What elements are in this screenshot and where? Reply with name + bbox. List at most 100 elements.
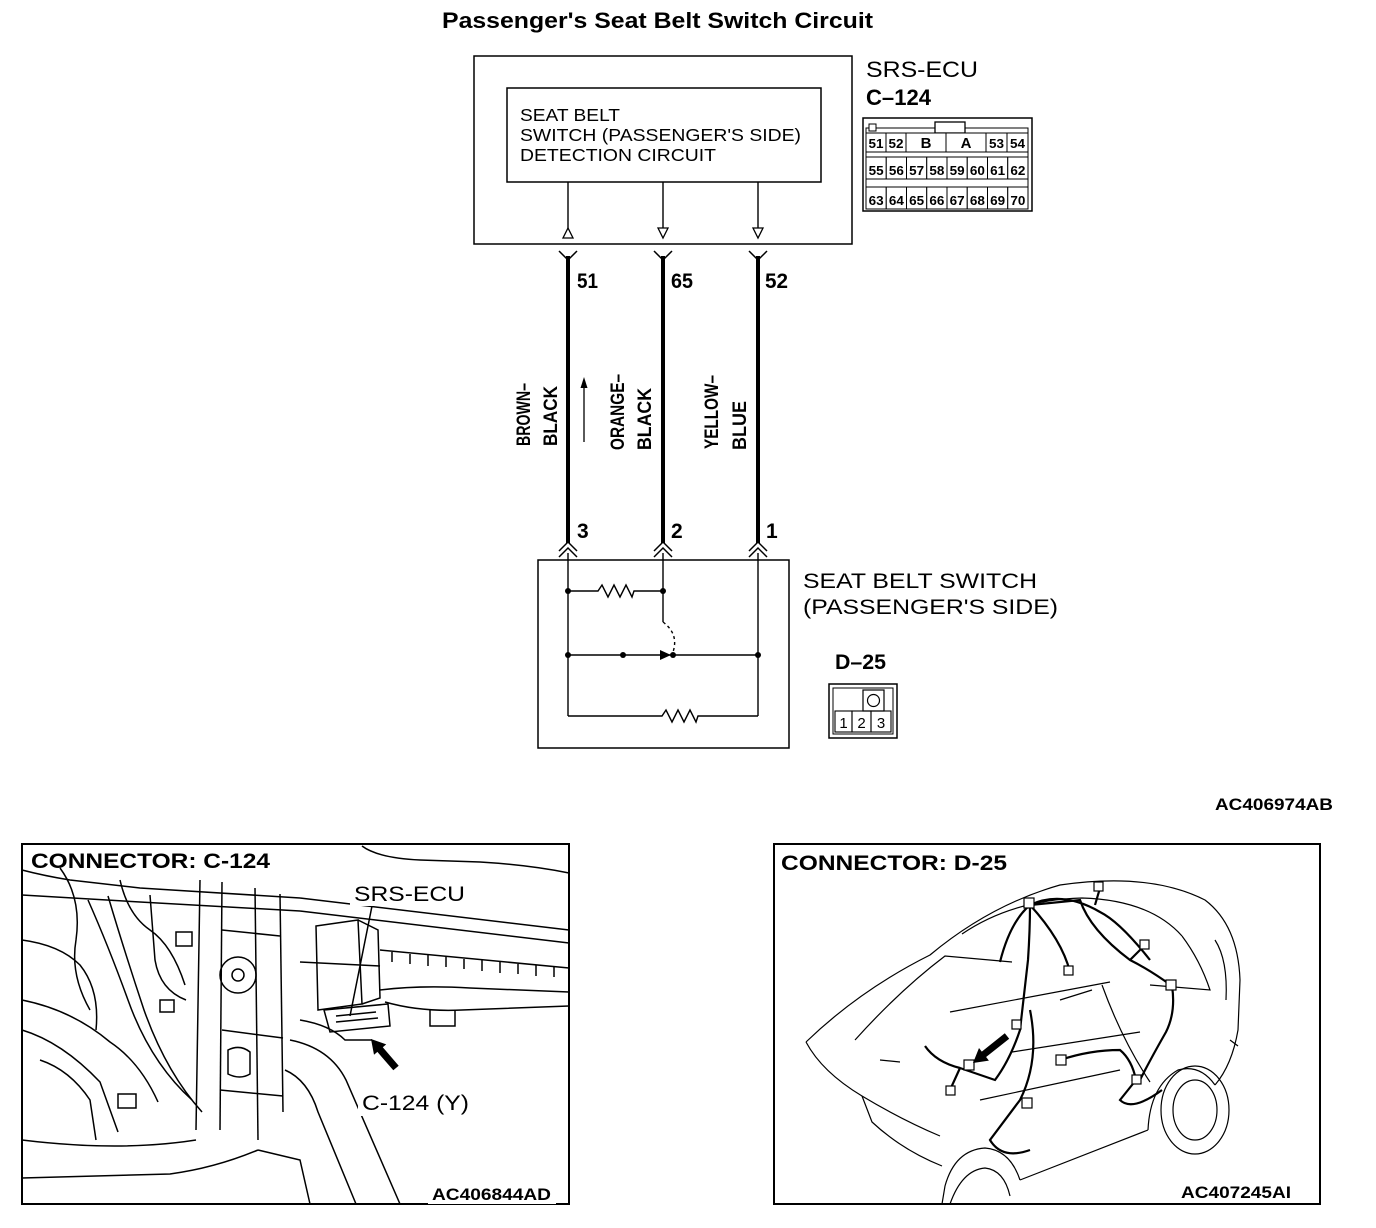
junction-dot [670, 652, 676, 658]
c124-connector-label: C-124 (Y) [362, 1092, 469, 1115]
c124-ecu-label: SRS-ECU [354, 883, 465, 906]
c124-panel-title: CONNECTOR: C-124 [31, 850, 270, 873]
c124-panel-frame [21, 843, 570, 1205]
connector-c124-panel: CONNECTOR: C-124 SRS-ECU C-124 (Y) AC406… [21, 843, 570, 1205]
c124-pin-54: 54 [1010, 136, 1026, 151]
current-flow-arrow-head [580, 377, 588, 388]
seat-belt-switch-label-line-2: (PASSENGER'S SIDE) [803, 596, 1058, 619]
ecu-pin-number-52: 52 [765, 270, 788, 293]
c124-pin-66: 66 [929, 193, 944, 208]
detection-circuit-line-2: SWITCH (PASSENGER'S SIDE) [520, 125, 801, 145]
d25-connector-id: D–25 [835, 651, 886, 674]
c124-connector-lock-tab [934, 121, 966, 134]
c124-pin-B: B [921, 135, 932, 152]
switch-lower-resistor [568, 708, 758, 724]
c124-pin-58: 58 [929, 163, 944, 178]
c124-pin-56: 56 [889, 163, 904, 178]
d25-pin-cell-3 [870, 710, 892, 733]
c124-connector-key [868, 123, 877, 132]
srs-ecu-label: SRS-ECU [866, 57, 978, 82]
junction-dot [565, 588, 571, 594]
c124-pin-55: 55 [869, 163, 884, 178]
c124-pin-60: 60 [970, 163, 985, 178]
junction-dot [565, 652, 571, 658]
c124-pin-63: 63 [869, 193, 884, 208]
detection-circuit-line-3: DETECTION CIRCUIT [520, 145, 716, 165]
d25-connector-outline [828, 683, 898, 739]
c124-pin-59: 59 [950, 163, 965, 178]
d25-pin-2: 2 [857, 715, 865, 732]
switch-pin-number-2: 2 [671, 520, 683, 543]
wire-color-yellow: YELLOW– [702, 375, 723, 449]
wire-1-switch-connector-mark-a [748, 540, 768, 552]
c124-connector-outline [862, 117, 1033, 212]
d25-harness-connectors [945, 881, 1177, 1109]
d25-harness-routing [924, 887, 1175, 1155]
wire-color-brown-black: BLACK [541, 386, 562, 446]
d25-figure-code: AC407245AI [1181, 1183, 1291, 1202]
c124-pin-57: 57 [909, 163, 924, 178]
wire-3-switch-connector-mark-b [558, 546, 578, 558]
wire-2-switch-connector-mark-a [653, 540, 673, 552]
circuit-figure-code: AC406974AB [1215, 795, 1333, 814]
wire-2-switch-connector-mark-b [653, 546, 673, 558]
d25-panel-title: CONNECTOR: D-25 [781, 852, 1007, 875]
junction-dot [755, 652, 761, 658]
wire-color-brown: BROWN– [514, 383, 535, 446]
ecu-terminal-52-marker [751, 227, 765, 240]
d25-connector-lock-hole [866, 693, 881, 708]
d25-connector-inner [832, 687, 894, 735]
wire-color-orange: ORANGE– [608, 374, 629, 450]
d25-connector-lock [862, 689, 885, 712]
c124-pin-67: 67 [950, 193, 965, 208]
ecu-terminal-65-marker [656, 227, 670, 240]
c124-connector-label-backdrop [358, 1088, 473, 1116]
c124-pin-cell-70 [1007, 186, 1029, 210]
d25-pin-1: 1 [839, 715, 847, 732]
srs-ecu-box [473, 55, 853, 245]
c124-figure-code-backdrop [428, 1182, 556, 1204]
diagram-title: Passenger's Seat Belt Switch Circuit [442, 8, 874, 33]
c124-pin-64: 64 [889, 193, 905, 208]
d25-connector-face: 1 2 3 [828, 683, 898, 739]
srs-ecu-block: SEAT BELT SWITCH (PASSENGER'S SIDE) DETE… [473, 55, 853, 245]
c124-pin-51: 51 [869, 136, 884, 151]
switch-pin-number-3: 3 [577, 520, 589, 543]
wire-1-switch-connector-mark-b [748, 546, 768, 558]
junction-dot [620, 652, 626, 658]
ecu-pin-number-65: 65 [671, 270, 693, 293]
c124-pin-70: 70 [1010, 193, 1025, 208]
seat-belt-switch-block [537, 553, 790, 749]
d25-location-arrow [973, 1033, 1010, 1063]
c124-pin-A: A [961, 135, 972, 152]
c124-pin-53: 53 [989, 136, 1004, 151]
c124-connector-id: C–124 [866, 85, 932, 110]
c124-ecu-label-backdrop [350, 880, 469, 906]
detection-circuit-line-1: SEAT BELT [520, 105, 620, 125]
c124-pin-52: 52 [889, 136, 904, 151]
c124-pin-65: 65 [909, 193, 924, 208]
ecu-pin-number-51: 51 [577, 270, 598, 293]
c124-pin-cell-54 [1006, 132, 1029, 153]
wire-color-yellow-blue: BLUE [730, 401, 751, 450]
switch-movable-contact [662, 621, 676, 653]
c124-location-arrow [371, 1039, 399, 1071]
wire-harness: 51 65 52 3 2 1 BROWN– BLACK ORANGE– BLAC… [514, 250, 788, 558]
switch-pin-number-1: 1 [766, 520, 778, 543]
ecu-terminal-51-marker [561, 226, 575, 239]
c124-pin-69: 69 [990, 193, 1005, 208]
c124-pin-61: 61 [990, 163, 1005, 178]
switch-upper-resistor [568, 583, 663, 599]
junction-dot [660, 588, 666, 594]
c124-figure-code: AC406844AD [432, 1185, 551, 1204]
connector-d25-panel: CONNECTOR: D-25 AC407245AI [773, 843, 1321, 1205]
d25-vehicle-illustration [805, 880, 1241, 1205]
wire-3-switch-connector-mark-a [558, 540, 578, 552]
c124-pin-68: 68 [970, 193, 985, 208]
d25-pin-3: 3 [877, 715, 885, 732]
c124-interior-illustration [21, 845, 570, 1205]
seat-belt-switch-label-line-1: SEAT BELT SWITCH [803, 570, 1037, 593]
